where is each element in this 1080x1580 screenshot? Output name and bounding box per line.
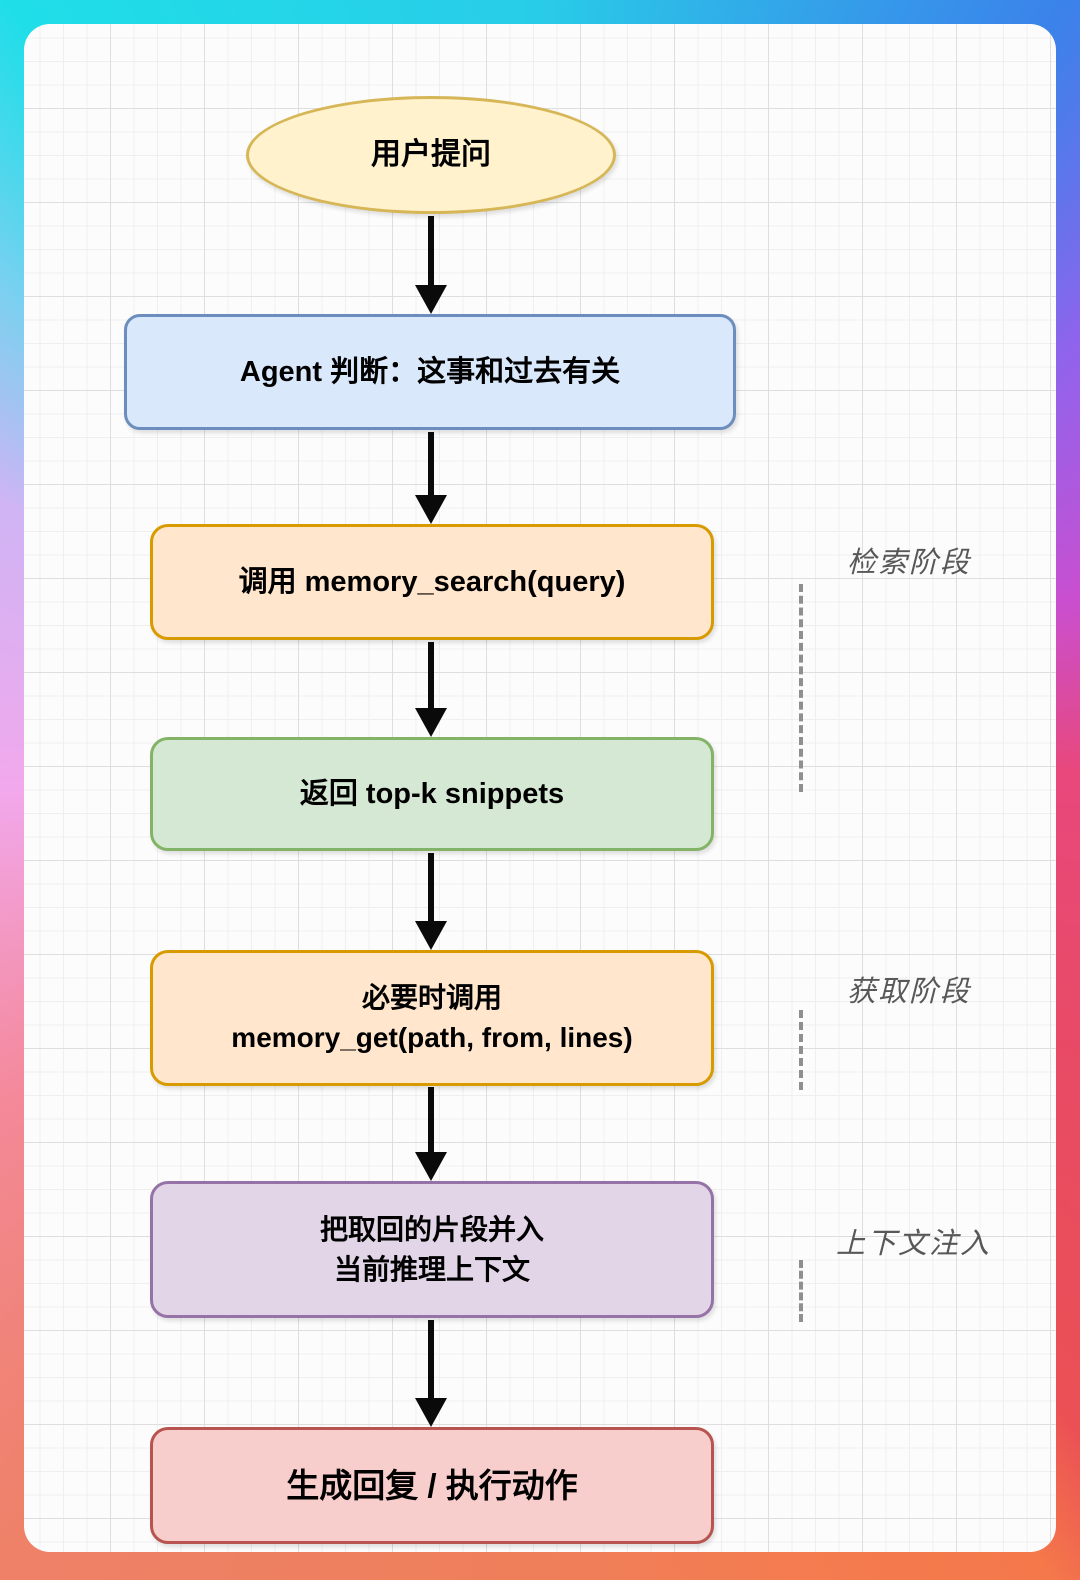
- arrow-head: [415, 285, 447, 314]
- flow-node-context-merge: 把取回的片段并入 当前推理上下文: [150, 1181, 714, 1318]
- phase-label-fetch: 获取阶段: [847, 976, 972, 1008]
- arrow-head: [415, 495, 447, 524]
- arrow-shaft: [428, 1087, 434, 1152]
- node-label: 返回 top-k snippets: [299, 778, 565, 810]
- arrow-down-icon: [415, 1087, 447, 1181]
- node-label: 生成回复 / 执行动作: [286, 1466, 578, 1504]
- arrow-shaft: [428, 216, 434, 285]
- flow-node-memory-search: 调用 memory_search(query): [150, 524, 714, 640]
- arrow-down-icon: [415, 642, 447, 737]
- node-label-line-2: 当前推理上下文: [333, 1253, 530, 1285]
- node-label: 用户提问: [371, 138, 491, 171]
- phase-dashed-line-retrieval: [799, 584, 803, 792]
- arrow-shaft: [428, 853, 434, 921]
- flow-node-topk-snippets: 返回 top-k snippets: [150, 737, 714, 851]
- node-label-line-1: 把取回的片段并入: [319, 1213, 544, 1245]
- arrow-down-icon: [415, 1320, 447, 1427]
- node-label-line-2: memory_get(path, from, lines): [231, 1022, 633, 1053]
- arrow-shaft: [428, 432, 434, 495]
- phase-label-retrieval: 检索阶段: [847, 547, 972, 579]
- arrow-head: [415, 921, 447, 950]
- flow-node-generate-response: 生成回复 / 执行动作: [150, 1427, 714, 1544]
- arrow-down-icon: [415, 853, 447, 950]
- flow-node-memory-get: 必要时调用 memory_get(path, from, lines): [150, 950, 714, 1086]
- arrow-head: [415, 708, 447, 737]
- node-label: 调用 memory_search(query): [238, 566, 626, 598]
- arrow-head: [415, 1152, 447, 1181]
- arrow-head: [415, 1398, 447, 1427]
- diagram-canvas: 用户提问 Agent 判断：这事和过去有关 调用 memory_search(q…: [24, 24, 1056, 1552]
- node-label-line-1: 必要时调用: [361, 982, 502, 1013]
- phase-label-context-inject: 上下文注入: [836, 1228, 992, 1260]
- node-label: Agent 判断：这事和过去有关: [239, 356, 621, 388]
- phase-dashed-line-fetch: [799, 1010, 803, 1090]
- flow-node-user-question: 用户提问: [246, 96, 616, 214]
- arrow-shaft: [428, 642, 434, 708]
- flow-node-agent-judgment: Agent 判断：这事和过去有关: [124, 314, 736, 430]
- arrow-down-icon: [415, 432, 447, 524]
- arrow-shaft: [428, 1320, 434, 1398]
- phase-dashed-line-context-inject: [799, 1260, 803, 1322]
- arrow-down-icon: [415, 216, 447, 314]
